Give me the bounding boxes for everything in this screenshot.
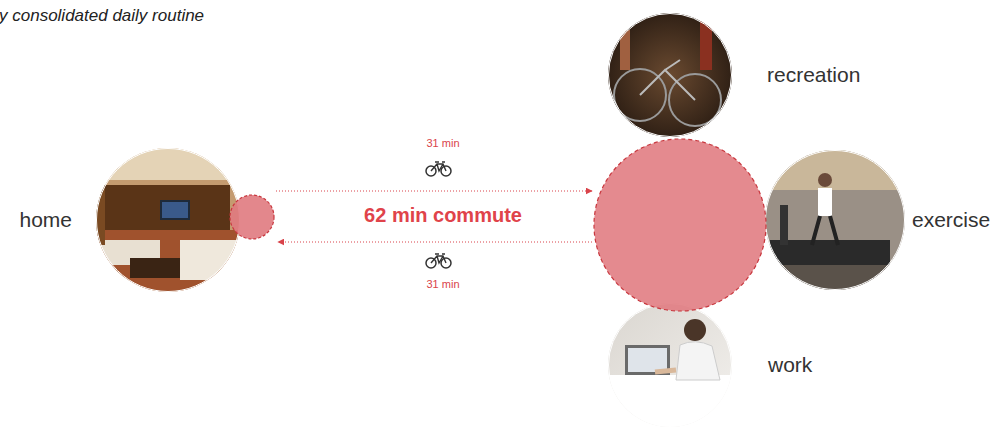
photo-circle: recreation [608, 13, 732, 137]
bicycle-icon [426, 254, 451, 268]
circle-outline [608, 303, 732, 427]
circle-border [97, 149, 240, 292]
node-label: work [768, 353, 812, 377]
bicycle-icon [426, 162, 451, 176]
circle-outline [765, 150, 905, 290]
photo-circle: home [96, 148, 240, 292]
circle-border [766, 151, 905, 290]
time-label: 31 min [426, 278, 459, 290]
circle-border [609, 14, 732, 137]
commute-arrow [278, 242, 592, 243]
circle-border [609, 304, 732, 427]
time-label: 31 min [426, 137, 459, 149]
diagram-title: y consolidated daily routine [0, 6, 204, 26]
circle-outline [608, 13, 732, 137]
work-photo [600, 300, 740, 430]
node-label: exercise [912, 208, 990, 232]
photo-circle: work [608, 303, 732, 427]
commute-arrow [276, 191, 592, 192]
recreation-photo [600, 5, 740, 145]
circle-outline [96, 148, 240, 292]
total-time-label: 62 min commute [364, 204, 522, 227]
home-photo [90, 140, 250, 310]
hub-circle [594, 139, 766, 311]
photo-circle: exercise [765, 150, 905, 290]
node-label: recreation [767, 63, 860, 87]
node-label: home [19, 208, 72, 232]
exercise-photo [760, 145, 910, 295]
